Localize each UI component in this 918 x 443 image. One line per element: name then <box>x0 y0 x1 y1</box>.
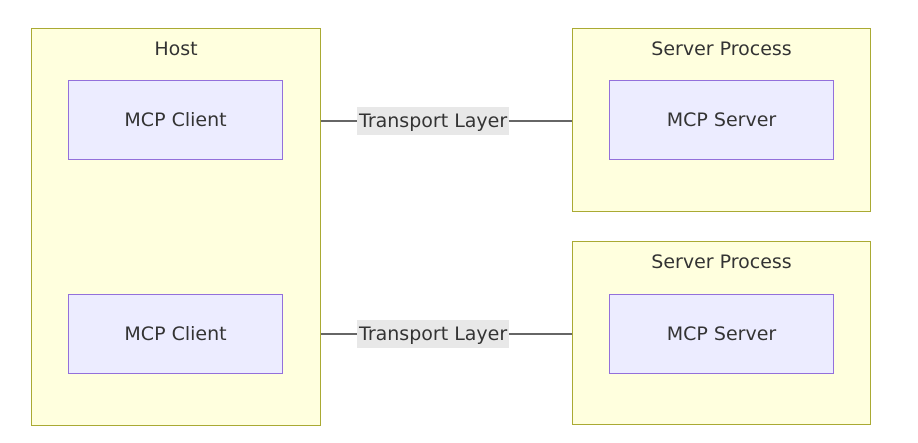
server-process-label: Server Process <box>651 38 792 60</box>
mcp-server-node-2: MCP Server <box>609 294 834 374</box>
mcp-client-label: MCP Client <box>124 109 227 131</box>
transport-layer-label-2: Transport Layer <box>357 320 510 348</box>
transport-layer-label-1: Transport Layer <box>357 107 510 135</box>
mcp-server-node-1: MCP Server <box>609 80 834 160</box>
mcp-client-node-2: MCP Client <box>68 294 283 374</box>
mcp-server-label: MCP Server <box>666 109 777 131</box>
server-process-label: Server Process <box>651 251 792 273</box>
mcp-server-label: MCP Server <box>666 323 777 345</box>
mcp-client-label: MCP Client <box>124 323 227 345</box>
host-label: Host <box>154 38 198 60</box>
mcp-client-node-1: MCP Client <box>68 80 283 160</box>
